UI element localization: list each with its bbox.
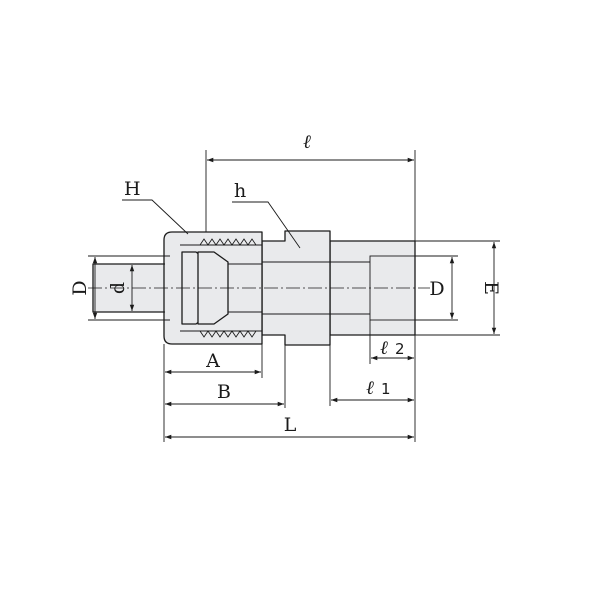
label-D-right: D bbox=[429, 278, 444, 300]
label-H: H bbox=[124, 178, 141, 200]
leader-h bbox=[232, 201, 301, 249]
dimensions bbox=[88, 150, 500, 442]
label-E: E bbox=[480, 281, 502, 295]
label-l2-symbol: ℓ bbox=[380, 337, 388, 359]
back-ferrule bbox=[197, 251, 229, 325]
label-D-left: D bbox=[69, 280, 91, 295]
body-bore bbox=[262, 261, 370, 315]
label-h: h bbox=[234, 180, 246, 202]
label-A: A bbox=[205, 350, 220, 372]
labels: ℓ H h D d D E A B L ℓ 2 ℓ 1 bbox=[69, 131, 502, 436]
label-l2-index: 2 bbox=[395, 340, 405, 358]
label-L: L bbox=[284, 414, 297, 436]
label-l1-index: 1 bbox=[381, 380, 391, 398]
label-B: B bbox=[217, 381, 231, 403]
label-l1-symbol: ℓ bbox=[366, 377, 374, 399]
fitting-body bbox=[88, 230, 430, 346]
tube-inner bbox=[228, 263, 262, 313]
thread-bottom bbox=[199, 330, 257, 338]
thread-top bbox=[199, 238, 257, 246]
label-l: ℓ bbox=[303, 131, 311, 153]
label-d: d bbox=[107, 282, 129, 294]
leader-H bbox=[122, 199, 189, 235]
